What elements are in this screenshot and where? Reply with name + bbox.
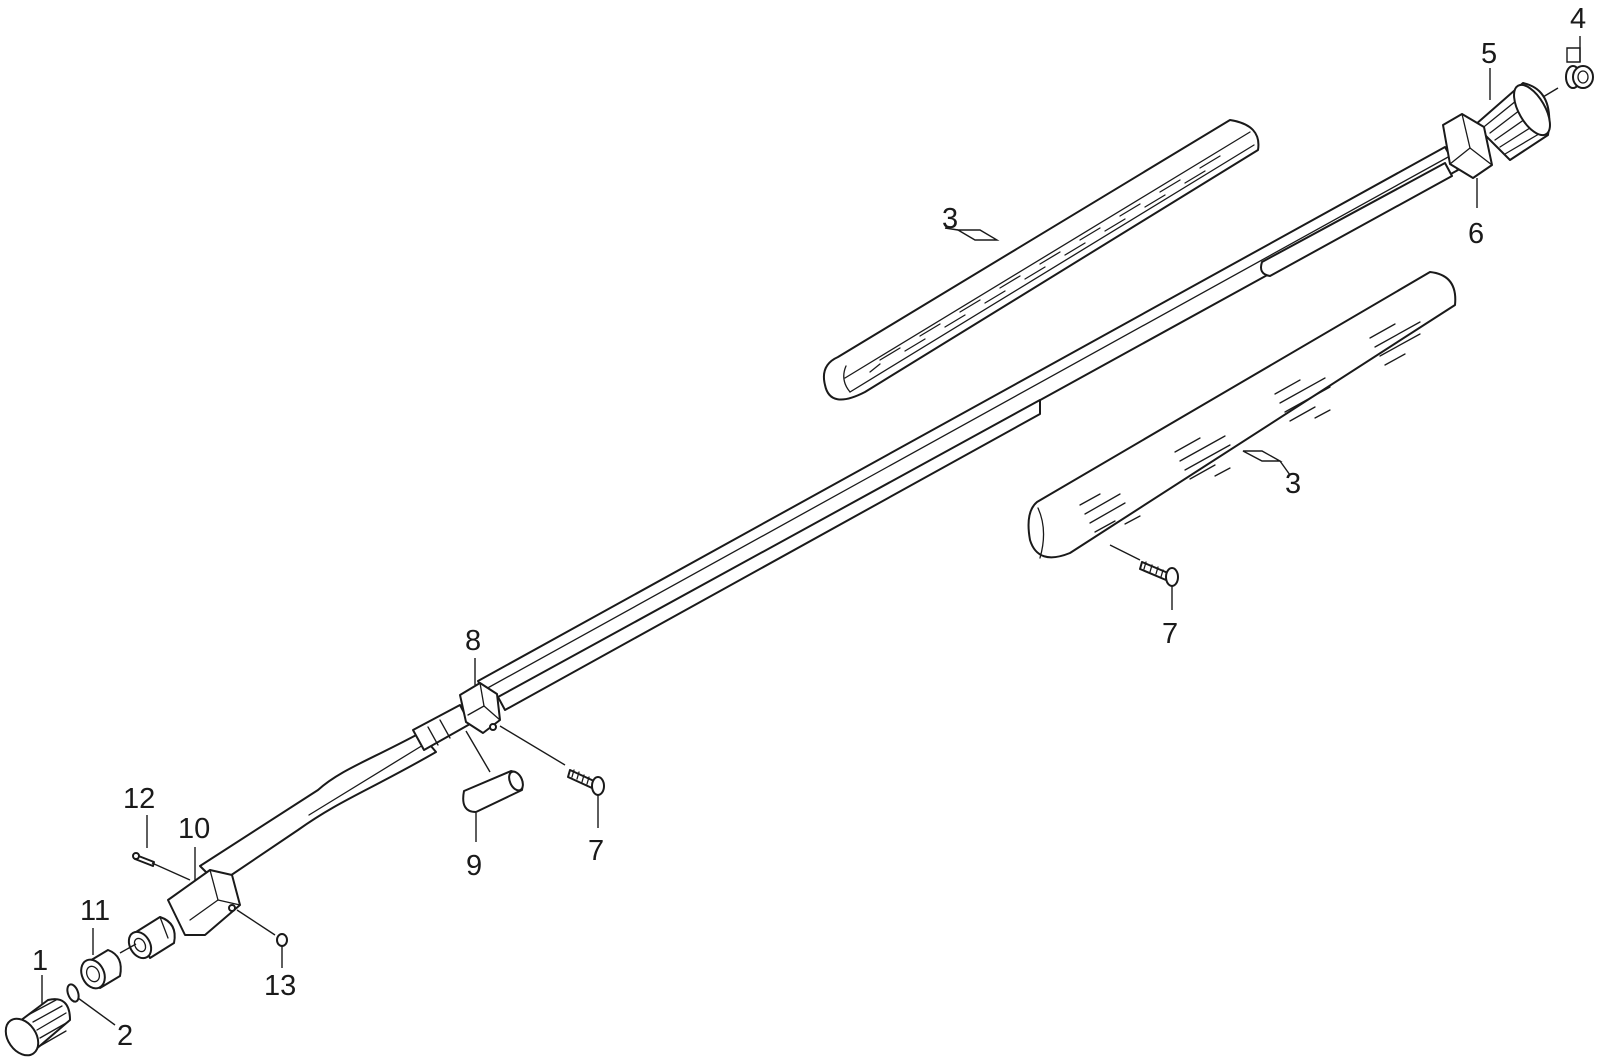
pin-12: [132, 852, 155, 867]
vent-slots: [1079, 321, 1421, 533]
curved-lance-section: [199, 704, 471, 885]
callout-3-upper: 3: [942, 203, 958, 235]
callout-10: 10: [178, 813, 210, 845]
callout-7-lower: 7: [588, 835, 604, 867]
callout-11: 11: [80, 895, 110, 927]
lance-tube: [477, 146, 1459, 711]
callout-3-lower: 3: [1285, 468, 1301, 500]
callout-13: 13: [264, 970, 296, 1002]
callout-12: 12: [123, 783, 155, 815]
screw-7-upper: [1139, 561, 1179, 587]
nozzle-cap-5: [1474, 82, 1551, 161]
seal-washer-4: [1565, 65, 1594, 89]
sleeve-9: [462, 770, 524, 813]
hex-nut-6: [1442, 113, 1493, 179]
nut-11: [80, 949, 122, 990]
handle-shell-lower-3: [1027, 271, 1457, 559]
nozzle-knob-1: [4, 998, 71, 1057]
callout-6: 6: [1468, 218, 1484, 250]
callout-7-upper: 7: [1162, 618, 1178, 650]
leader-lines: [41, 36, 1581, 1026]
callout-2: 2: [117, 1020, 133, 1052]
callout-4: 4: [1570, 3, 1586, 35]
callout-8: 8: [465, 625, 481, 657]
callout-9: 9: [466, 850, 482, 882]
callout-1: 1: [32, 945, 48, 977]
connector-body-10: [167, 869, 241, 936]
callout-labels: 1 2 3 3 4 5 6 7 7 8 9 10 11 12 13: [32, 3, 1586, 1052]
rod-piece: [1260, 162, 1453, 277]
clamp-block-8: [459, 682, 501, 734]
screw-7-lower: [567, 769, 605, 796]
ring-13: [276, 933, 288, 947]
o-ring-2: [66, 983, 80, 1003]
handle-shell-upper-3: [822, 119, 1260, 401]
threaded-fitting: [127, 916, 176, 960]
callout-5: 5: [1481, 38, 1497, 70]
